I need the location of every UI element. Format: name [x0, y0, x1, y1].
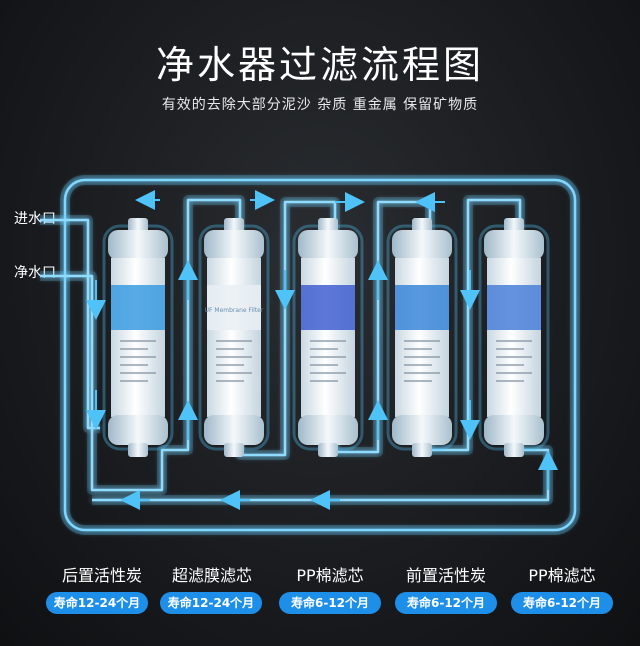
filter-cartridge: [102, 218, 174, 457]
lifespan-badge: 寿命12-24个月: [160, 592, 262, 614]
cartridge-cap: [298, 415, 358, 445]
cartridge-cap: [392, 415, 452, 445]
inlet-label: 进水口: [14, 211, 56, 227]
cartridge-text: UF Membrane Filter: [205, 307, 264, 314]
page-subtitle: 有效的去除大部分泥沙 杂质 重金属 保留矿物质: [161, 97, 479, 113]
cartridge-cap: [204, 230, 264, 260]
lifespan-badge: 寿命6-12个月: [279, 592, 381, 614]
cartridge-body: [111, 258, 165, 417]
cartridge-label-band: [111, 285, 165, 330]
cartridge-cap: [204, 415, 264, 445]
filter-name: 超滤膜滤芯: [171, 566, 252, 585]
cartridge-label-band: [395, 285, 449, 330]
cartridge-label-band: [301, 285, 355, 330]
lifespan-badge: 寿命6-12个月: [395, 592, 497, 614]
lifespan-badge: 寿命12-24个月: [46, 592, 148, 614]
cartridge-cap: [108, 415, 168, 445]
filter-cartridge: [386, 218, 458, 457]
cartridge-label-band: [487, 285, 541, 330]
filter-cartridge: [292, 218, 364, 457]
filter-cartridge: [478, 218, 550, 457]
filter-names-row: 后置活性炭 超滤膜滤芯 PP棉滤芯 前置活性炭 PP棉滤芯: [0, 562, 640, 586]
cartridge-body: [487, 258, 541, 417]
cartridge-label-band: [207, 285, 261, 330]
cartridge-cap: [484, 230, 544, 260]
filter-name: 后置活性炭: [61, 566, 142, 585]
cartridge-body: [395, 258, 449, 417]
cartridge-cap: [484, 415, 544, 445]
cartridge-body: [207, 258, 261, 417]
page-title: 净水器过滤流程图: [155, 43, 484, 87]
filter-name: 前置活性炭: [405, 566, 486, 585]
filter-name: PP棉滤芯: [296, 566, 364, 585]
flow-arrows: [86, 190, 558, 510]
cartridge-body: [301, 258, 355, 417]
cartridge-cap: [298, 230, 358, 260]
filter-name: PP棉滤芯: [528, 566, 596, 585]
filter-cartridge: UF Membrane Filter: [198, 218, 270, 457]
filtration-flow-diagram: UF Membrane Filter: [40, 175, 580, 535]
cartridge-cap: [108, 230, 168, 260]
cartridge-cap: [392, 230, 452, 260]
lifespan-badge: 寿命6-12个月: [511, 592, 613, 614]
